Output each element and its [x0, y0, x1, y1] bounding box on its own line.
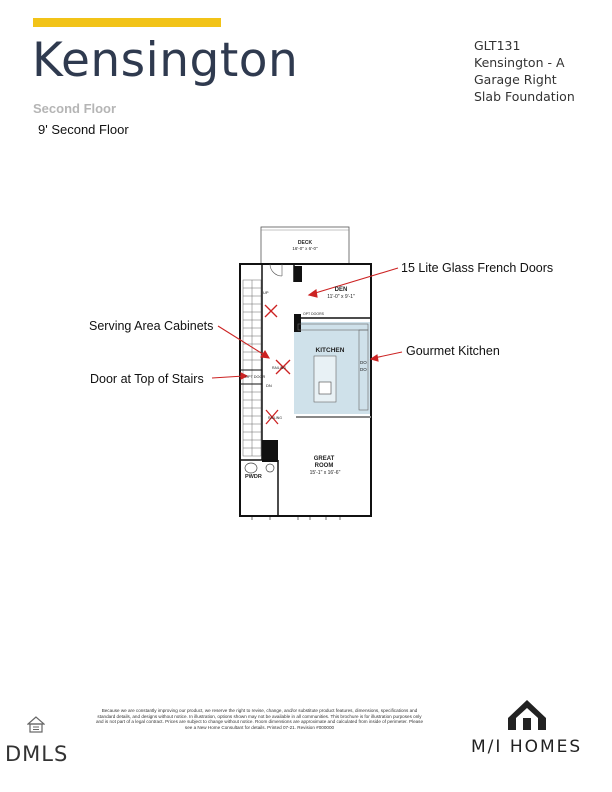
- mls-logo: DMLS: [5, 742, 69, 766]
- railing-label: RAILING: [268, 416, 283, 420]
- brand-name: M/I HOMES: [471, 737, 583, 757]
- kitchen-column: [294, 314, 301, 332]
- callout-arrows: [211, 267, 403, 380]
- callout-stairs-door: Door at Top of Stairs: [90, 372, 204, 386]
- mi-homes-house-icon: [508, 700, 546, 730]
- disclaimer-text: Because we are constantly improving our …: [95, 708, 424, 731]
- den-column: [294, 266, 302, 282]
- kitchen-island: [313, 355, 337, 403]
- den-size: 11'-0" x 9'-1": [327, 294, 355, 300]
- stairs-up-label: UP: [263, 290, 269, 295]
- spec-garage: Garage Right: [474, 72, 557, 87]
- page-title: Kensington: [32, 33, 299, 88]
- railing-label-2: RAILING: [272, 366, 287, 370]
- opt-doors-label: OPT DOORS: [303, 312, 324, 316]
- great-room-label: GREAT: [313, 456, 335, 462]
- island-sink: [318, 381, 332, 395]
- opt-door-label: OPT DOOR: [245, 375, 266, 379]
- great-room-label-2: ROOM: [314, 463, 334, 469]
- option-x-marks: [264, 304, 291, 425]
- exterior-walls: [239, 263, 372, 517]
- spec-foundation: Slab Foundation: [474, 89, 575, 104]
- spec-elevation: Kensington - A: [474, 55, 565, 70]
- deck-outline: [260, 226, 350, 265]
- callout-french-doors: 15 Lite Glass French Doors: [401, 261, 554, 275]
- staircase: [242, 279, 262, 457]
- pwdr-column: [262, 440, 278, 462]
- oven-label: DO: [360, 360, 367, 365]
- accent-bar: [33, 18, 221, 27]
- deck-size: 16'-0" x 6'-0": [292, 246, 318, 251]
- callout-serving-cabinets: Serving Area Cabinets: [89, 319, 214, 333]
- deck-label: DECK: [297, 240, 313, 246]
- oven-label-2: DO: [360, 367, 367, 372]
- equal-housing-icon: [27, 716, 45, 733]
- great-room-size: 15'-1" x 16'-6": [309, 470, 341, 476]
- spec-plan-code: GLT131: [474, 38, 521, 53]
- callout-gourmet-kitchen: Gourmet Kitchen: [406, 344, 500, 358]
- kitchen-label: KITCHEN: [315, 347, 345, 354]
- pwdr-label: PWDR: [245, 474, 262, 480]
- toilet: [244, 462, 258, 474]
- sink: [265, 463, 275, 473]
- floor-subtitle: Second Floor: [33, 101, 117, 116]
- stairs-dn-label: DN: [266, 383, 272, 388]
- den-label: DEN: [334, 287, 348, 293]
- ceiling-note: 9' Second Floor: [38, 122, 129, 137]
